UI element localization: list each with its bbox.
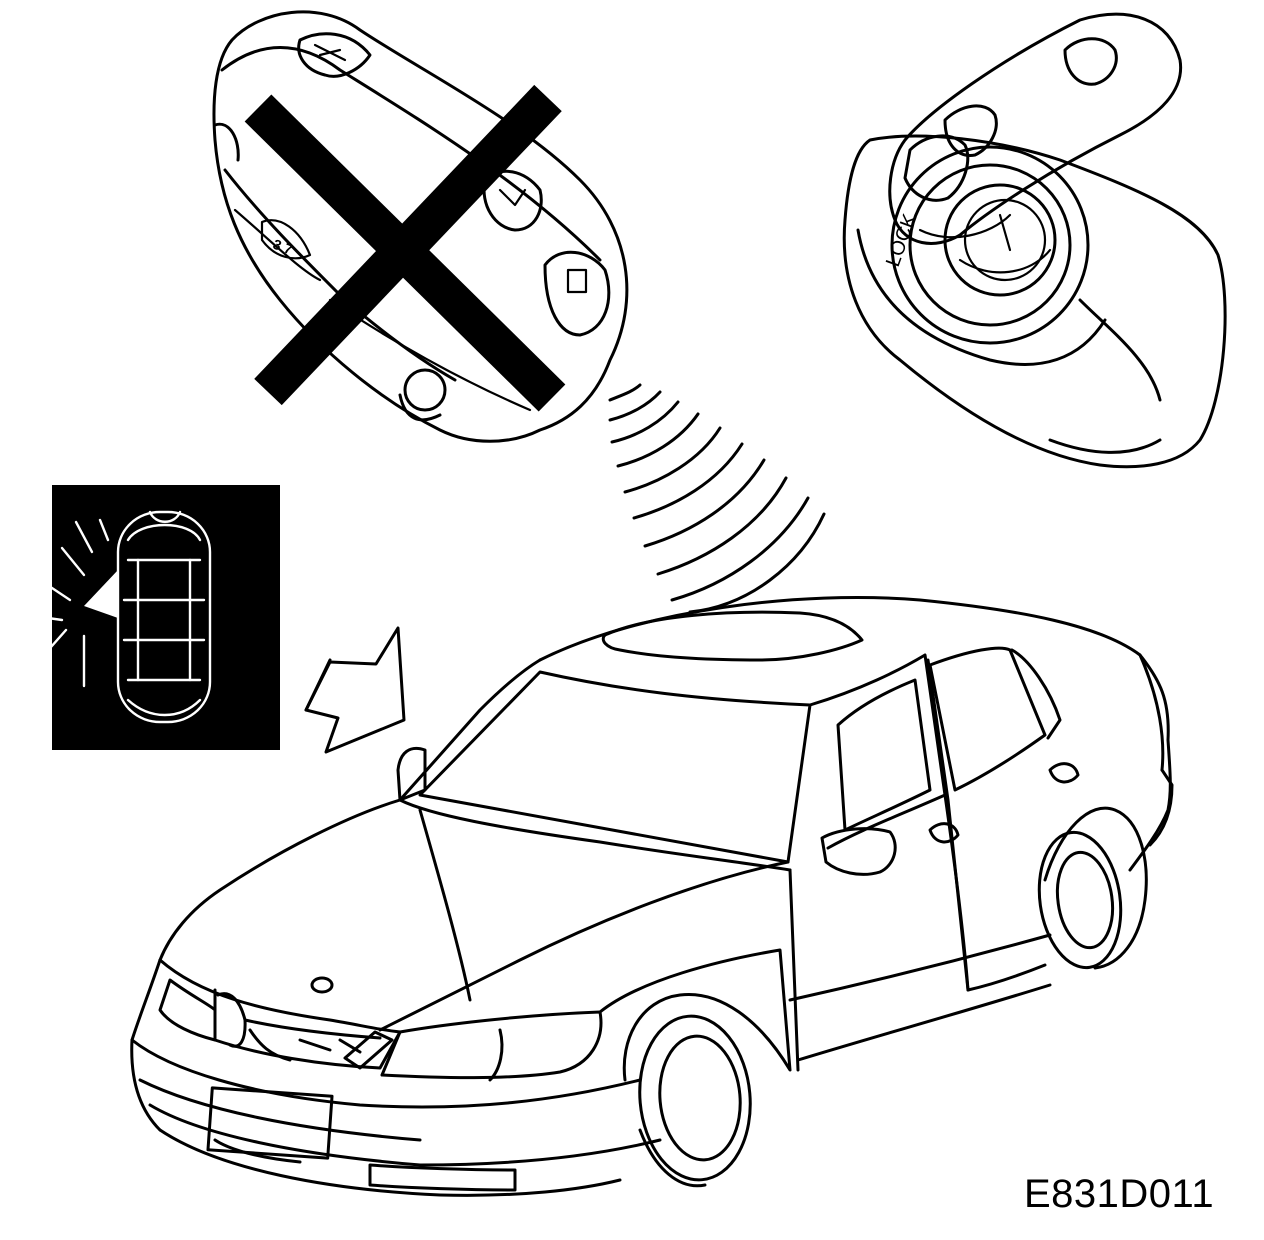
car-topview-icon: [18, 485, 280, 750]
arrow-icon: [304, 626, 406, 754]
figure-code: E831D011: [1024, 1172, 1215, 1216]
cross-mark-icon: [244, 84, 566, 412]
ignition-key-icon: LOCK: [842, 12, 1227, 469]
car-icon: [130, 596, 1174, 1197]
signal-waves-icon: [608, 383, 826, 614]
fob-button-glyph: 3 7: [271, 236, 295, 258]
